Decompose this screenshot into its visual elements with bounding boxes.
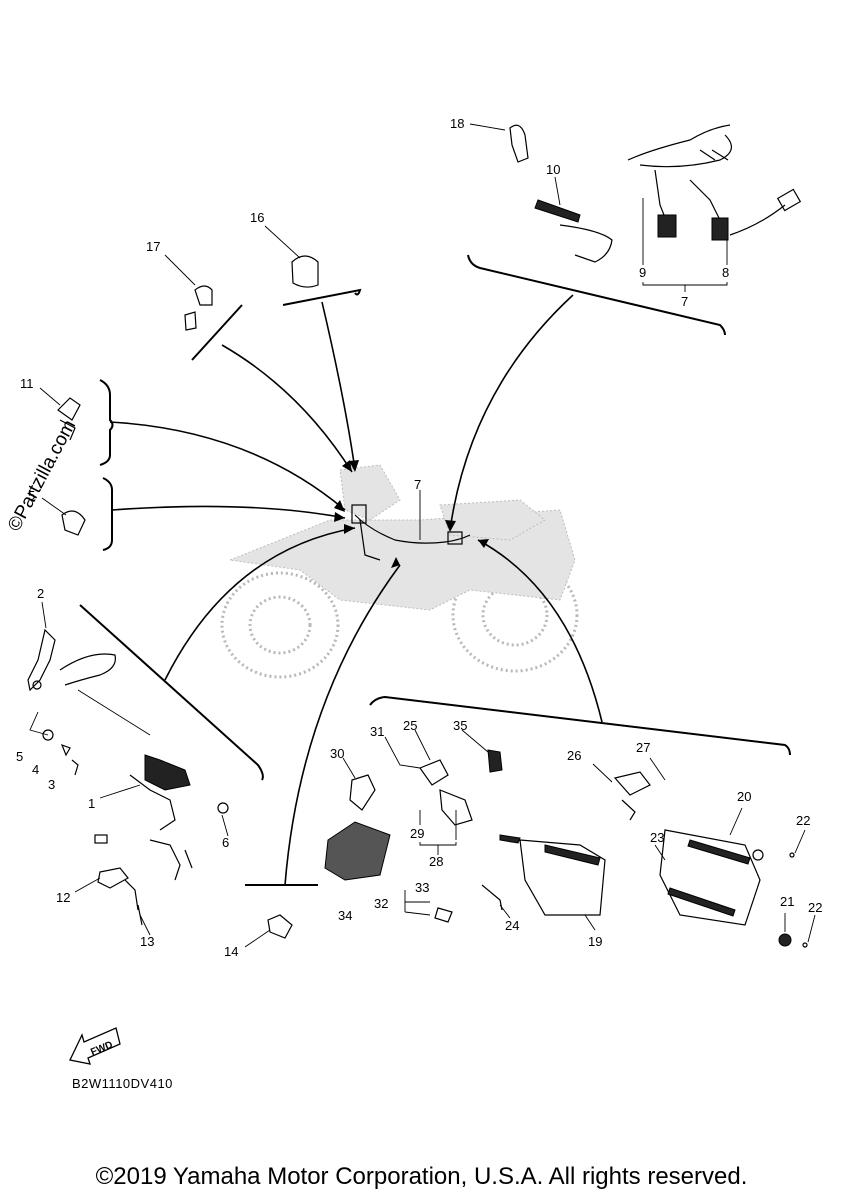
- callout-9: 9: [639, 265, 646, 280]
- forward-arrow-icon: FWD: [69, 1027, 121, 1065]
- callout-31: 31: [370, 724, 384, 739]
- callout-22-top: 22: [796, 813, 810, 828]
- part-25: [419, 759, 473, 826]
- part-18: [509, 124, 529, 163]
- callout-11: 11: [20, 376, 34, 391]
- callout-2: 2: [37, 586, 44, 601]
- part-2: [27, 628, 117, 692]
- vehicle-outline: [220, 464, 579, 679]
- callout-21: 21: [780, 894, 794, 909]
- callout-8: 8: [722, 265, 729, 280]
- part-3: [71, 759, 79, 776]
- callout-13: 13: [140, 934, 154, 949]
- brackets: [79, 254, 791, 886]
- callout-27: 27: [636, 740, 650, 755]
- callout-1: 1: [88, 796, 95, 811]
- part-20: [659, 829, 764, 926]
- callout-6: 6: [222, 835, 229, 850]
- callout-labels: 18 10 16 17 9 8 7 11 7 5 2 5 4 3 1 6 12 …: [16, 116, 822, 959]
- callout-19: 19: [588, 934, 602, 949]
- part-22: [789, 852, 808, 948]
- callout-16: 16: [250, 210, 264, 225]
- callout-4: 4: [32, 762, 39, 777]
- part-16: [291, 255, 319, 288]
- callout-7-top: 7: [681, 294, 688, 309]
- reference-code: B2W1110DV410: [72, 1076, 173, 1091]
- callout-34: 34: [338, 908, 352, 923]
- wire-harness-center: [351, 504, 471, 561]
- callout-7-center: 7: [414, 477, 421, 492]
- callout-32: 32: [374, 896, 388, 911]
- callout-29: 29: [410, 826, 424, 841]
- sub-harness-7: [627, 124, 802, 241]
- callout-15: 5: [28, 488, 35, 503]
- part-19: [499, 834, 606, 916]
- callout-5: 5: [16, 749, 23, 764]
- callout-30: 30: [330, 746, 344, 761]
- callout-17: 17: [146, 239, 160, 254]
- copyright-notice: ©2019 Yamaha Motor Corporation, U.S.A. A…: [95, 1163, 748, 1190]
- part-24: [481, 884, 503, 911]
- part-35: [487, 749, 503, 773]
- part-4: [60, 743, 71, 757]
- part-21: [778, 933, 792, 947]
- part-34: [324, 821, 391, 881]
- callout-3: 3: [48, 777, 55, 792]
- pointer-arrows: [109, 294, 603, 886]
- part-12: [97, 867, 139, 911]
- callout-14: 14: [224, 944, 238, 959]
- part-33: [434, 907, 453, 923]
- callout-18: 18: [450, 116, 464, 131]
- callout-22-bottom: 22: [808, 900, 822, 915]
- callout-24: 24: [505, 918, 519, 933]
- callout-20: 20: [737, 789, 751, 804]
- callout-28: 28: [429, 854, 443, 869]
- callout-25: 25: [403, 718, 417, 733]
- part-1: [94, 754, 193, 881]
- part-14: [267, 914, 293, 939]
- part-6: [217, 802, 229, 814]
- callout-33: 33: [415, 880, 429, 895]
- callout-35: 35: [453, 718, 467, 733]
- callout-12: 12: [56, 890, 70, 905]
- callout-10: 10: [546, 162, 560, 177]
- part-10: [534, 199, 613, 263]
- leader-lines: [39, 123, 816, 948]
- part-5: [42, 729, 54, 741]
- part-26-27: [613, 771, 651, 821]
- part-15: [61, 510, 86, 536]
- part-11: [57, 397, 81, 441]
- callout-23: 23: [650, 830, 664, 845]
- part-17: [184, 285, 213, 331]
- part-30: [349, 774, 376, 811]
- callout-26: 26: [567, 748, 581, 763]
